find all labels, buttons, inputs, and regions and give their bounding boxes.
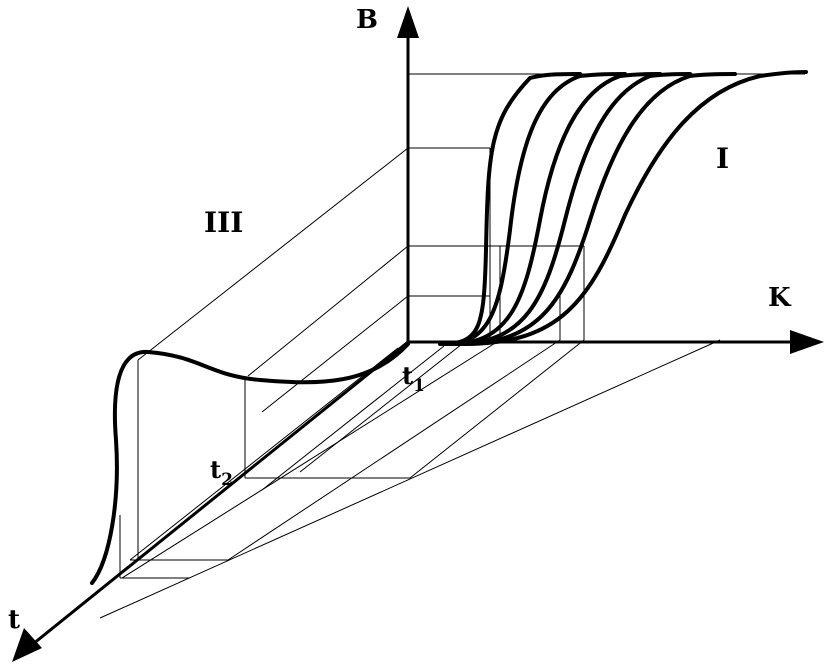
- diag-bt-4: [129, 347, 399, 561]
- axis-label-b: B: [356, 5, 378, 35]
- arrow-down-left-icon: [12, 628, 42, 662]
- diag-bt-3: [261, 295, 409, 413]
- axis-label-k: K: [768, 283, 792, 313]
- time-mark-t1-base: t: [402, 361, 413, 390]
- s-curve-4: [453, 72, 692, 346]
- arrow-up-icon: [397, 6, 419, 38]
- b-t-plane-curve: [90, 342, 410, 585]
- region-label-i: I: [716, 142, 729, 175]
- diag-bt-1: [137, 147, 409, 361]
- diag-kt-3: [121, 339, 501, 579]
- axis-label-t: t: [8, 605, 20, 635]
- region-label-iii: III: [204, 206, 243, 239]
- diag-kt-5: [261, 345, 445, 491]
- time-mark-t2-sub: 2: [221, 470, 233, 490]
- diag-bt-2: [247, 245, 409, 377]
- s-curve-2: [443, 72, 627, 346]
- time-mark-t1-sub: 1: [413, 376, 425, 396]
- diag-kt-6: [99, 339, 721, 619]
- s-curve-5: [458, 72, 737, 346]
- diag-kt-2: [227, 339, 561, 561]
- depth-axis-t: [27, 340, 409, 650]
- s-curve-3: [448, 72, 662, 346]
- diag-kt-4: [299, 343, 463, 473]
- diag-kt-1: [409, 339, 585, 479]
- time-mark-t1: t1: [402, 361, 425, 396]
- arrow-right-icon: [790, 330, 824, 354]
- s-curve-family: [438, 70, 808, 346]
- construction-lines: [99, 73, 805, 619]
- time-mark-t2: t2: [210, 455, 233, 490]
- s-curve-1: [438, 72, 582, 346]
- s-curve-6: [463, 70, 808, 346]
- time-mark-t2-base: t: [210, 455, 221, 484]
